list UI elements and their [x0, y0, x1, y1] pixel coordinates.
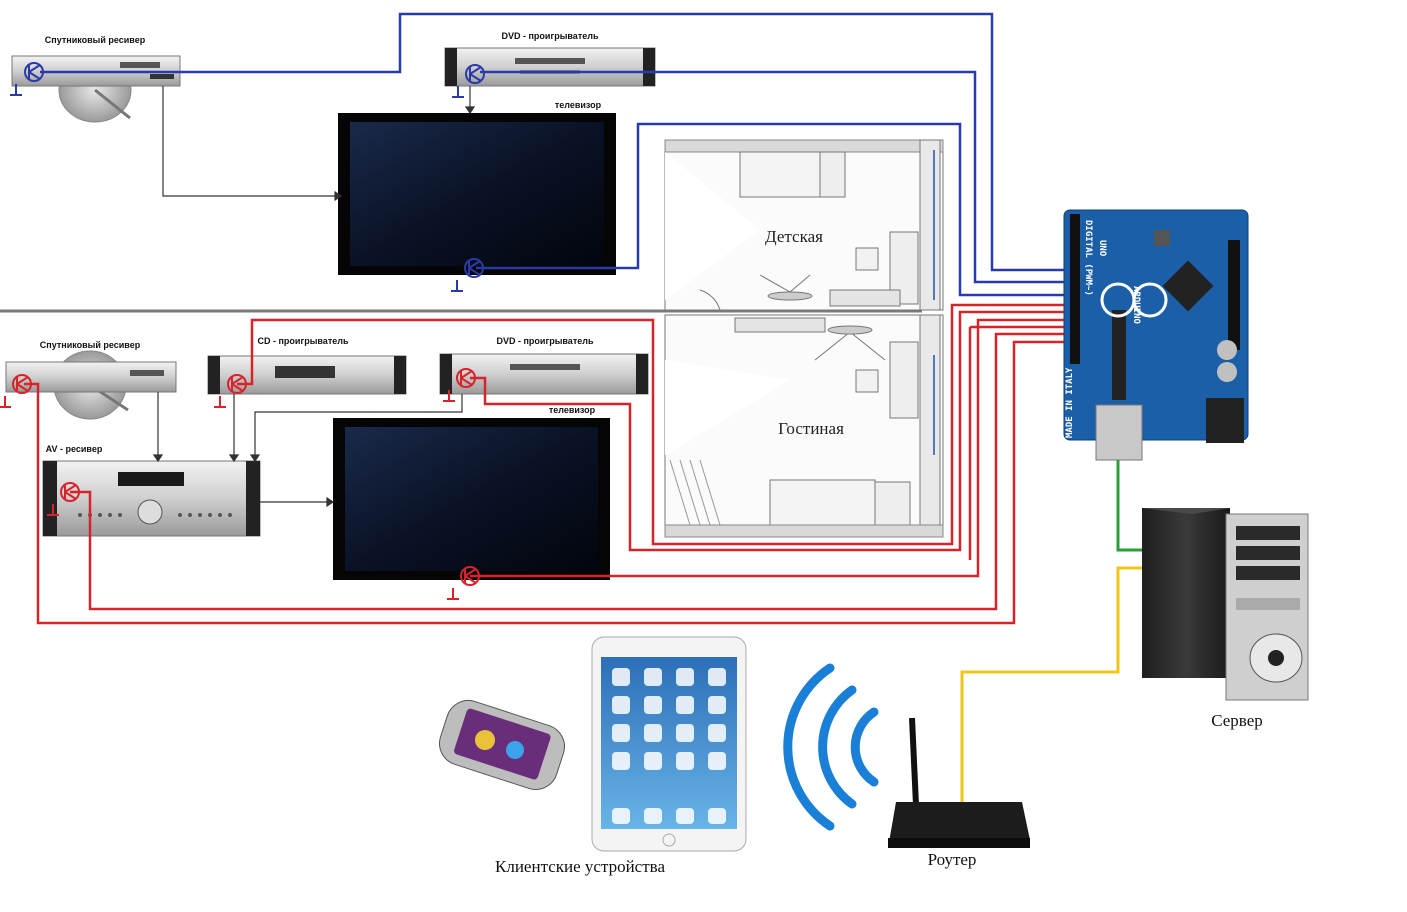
living-room-label: Гостиная	[778, 419, 844, 438]
dvd-player-bottom-label: DVD - проигрыватель	[497, 336, 594, 346]
tablet-icon	[591, 636, 747, 852]
cd-player-label: CD - проигрыватель	[258, 336, 349, 346]
board-brand: ARDUINO	[1131, 286, 1141, 325]
network-cables	[960, 460, 1160, 805]
wifi-signal-icon	[783, 663, 879, 831]
smartphone-icon	[439, 699, 565, 791]
ir-emitter-icon	[443, 368, 476, 402]
ir-emitter-icon	[452, 64, 485, 98]
server-label: Сервер	[1211, 711, 1263, 730]
signal-lines-bottom	[152, 392, 463, 508]
board-digital-header: DIGITAL (PWM~)	[1083, 220, 1093, 296]
satellite-receiver-bottom	[5, 361, 177, 393]
tv-top-label: телевизор	[555, 100, 602, 110]
ir-emitter-icon	[451, 258, 484, 292]
arduino-board	[1063, 209, 1249, 461]
tv-top	[338, 113, 616, 275]
top-zone: Спутниковый ресивер DVD - проигрыватель …	[11, 31, 656, 275]
ir-emitter-icons	[0, 62, 485, 600]
kids-room-label: Детская	[765, 227, 823, 246]
floor-plan	[664, 139, 944, 538]
tv-bottom	[333, 418, 610, 580]
signal-lines-top	[162, 86, 476, 202]
av-receiver	[42, 460, 261, 537]
av-receiver-label: AV - ресивер	[46, 444, 103, 454]
red-wiring	[24, 303, 1070, 625]
clients-label: Клиентские устройства	[495, 857, 665, 876]
router-icon	[888, 717, 1030, 848]
satellite-receiver-bottom-label: Спутниковый ресивер	[40, 340, 141, 350]
tv-bottom-label: телевизор	[549, 405, 596, 415]
satellite-receiver-top-label: Спутниковый ресивер	[45, 35, 146, 45]
server-tower	[1142, 508, 1309, 701]
ir-emitter-icon	[214, 374, 247, 408]
dvd-player-bottom	[439, 353, 649, 395]
ir-emitter-icon	[10, 62, 44, 96]
ir-emitter-icon	[0, 374, 32, 408]
router-label: Роутер	[928, 850, 977, 869]
blue-wiring	[40, 12, 1070, 297]
ir-emitter-icon	[47, 482, 80, 516]
bottom-zone: Спутниковый ресивер CD - проигрыватель D…	[5, 336, 649, 580]
ir-emitter-icon	[447, 566, 480, 600]
dvd-player-top	[444, 47, 656, 87]
dvd-player-top-label: DVD - проигрыватель	[502, 31, 599, 41]
board-name: UNO	[1097, 240, 1107, 257]
board-made-in: MADE IN ITALY	[1065, 367, 1075, 438]
